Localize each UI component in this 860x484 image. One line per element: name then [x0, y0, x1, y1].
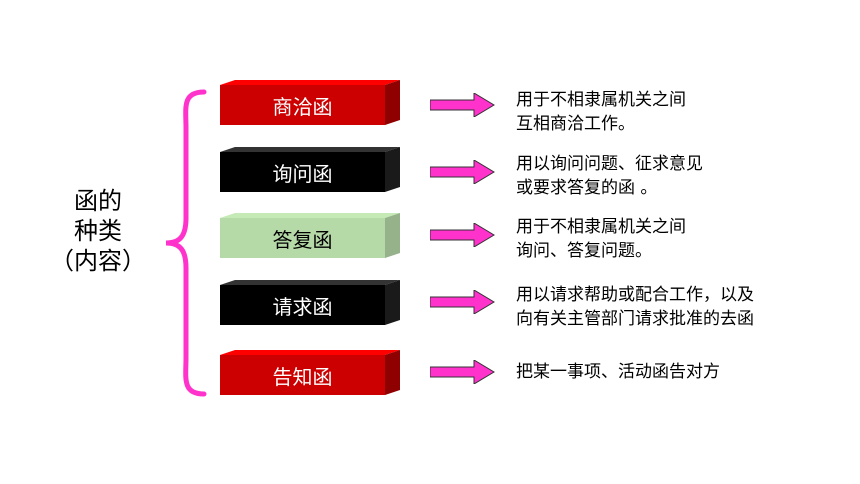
desc-line: 把某一事项、活动函告对方 — [516, 362, 720, 382]
type-box-face: 告知函 — [220, 355, 385, 395]
desc-line: 询问、答复问题。 — [516, 241, 652, 261]
type-box-face: 商洽函 — [220, 85, 385, 125]
desc-inquiry: 用以询问问题、征求意见 或要求答复的函 。 — [516, 152, 703, 200]
type-label-request: 请求函 — [272, 294, 333, 319]
desc-line: 用于不相隶属机关之间 — [516, 90, 686, 110]
category-title-line2: 种类 — [74, 217, 122, 245]
type-label-consult: 商洽函 — [272, 94, 333, 119]
arrow-right-icon — [430, 360, 495, 384]
arrow-right-icon — [430, 290, 495, 314]
desc-line: 或要求答复的函 。 — [516, 178, 658, 198]
type-label-inquiry: 询问函 — [272, 161, 333, 186]
arrow-right-icon — [430, 93, 495, 117]
type-label-reply: 答复函 — [272, 227, 333, 252]
type-box-notify: 告知函 — [220, 350, 400, 395]
type-box-face: 询问函 — [220, 152, 385, 192]
desc-notify: 把某一事项、活动函告对方 — [516, 360, 720, 384]
arrow-right-icon — [430, 160, 495, 184]
desc-line: 用以请求帮助或配合工作，以及 — [516, 285, 754, 305]
category-title: 函的 种类 （内容） — [38, 186, 158, 276]
type-box-face: 答复函 — [220, 218, 385, 258]
desc-consult: 用于不相隶属机关之间 互相商洽工作。 — [516, 88, 686, 136]
desc-request: 用以请求帮助或配合工作，以及 向有关主管部门请求批准的去函 — [516, 283, 754, 331]
type-box-consult: 商洽函 — [220, 80, 400, 125]
type-label-notify: 告知函 — [272, 364, 333, 389]
type-box-inquiry: 询问函 — [220, 147, 400, 192]
desc-reply: 用于不相隶属机关之间 询问、答复问题。 — [516, 215, 686, 263]
type-box-request: 请求函 — [220, 280, 400, 325]
category-title-line1: 函的 — [74, 187, 122, 215]
desc-line: 用以询问问题、征求意见 — [516, 154, 703, 174]
desc-line: 向有关主管部门请求批准的去函 — [516, 309, 754, 329]
arrow-right-icon — [430, 223, 495, 247]
desc-line: 用于不相隶属机关之间 — [516, 217, 686, 237]
type-box-reply: 答复函 — [220, 213, 400, 258]
type-box-face: 请求函 — [220, 285, 385, 325]
category-title-line3: （内容） — [50, 247, 146, 275]
desc-line: 互相商洽工作。 — [516, 114, 635, 134]
curly-brace-icon — [165, 89, 207, 397]
